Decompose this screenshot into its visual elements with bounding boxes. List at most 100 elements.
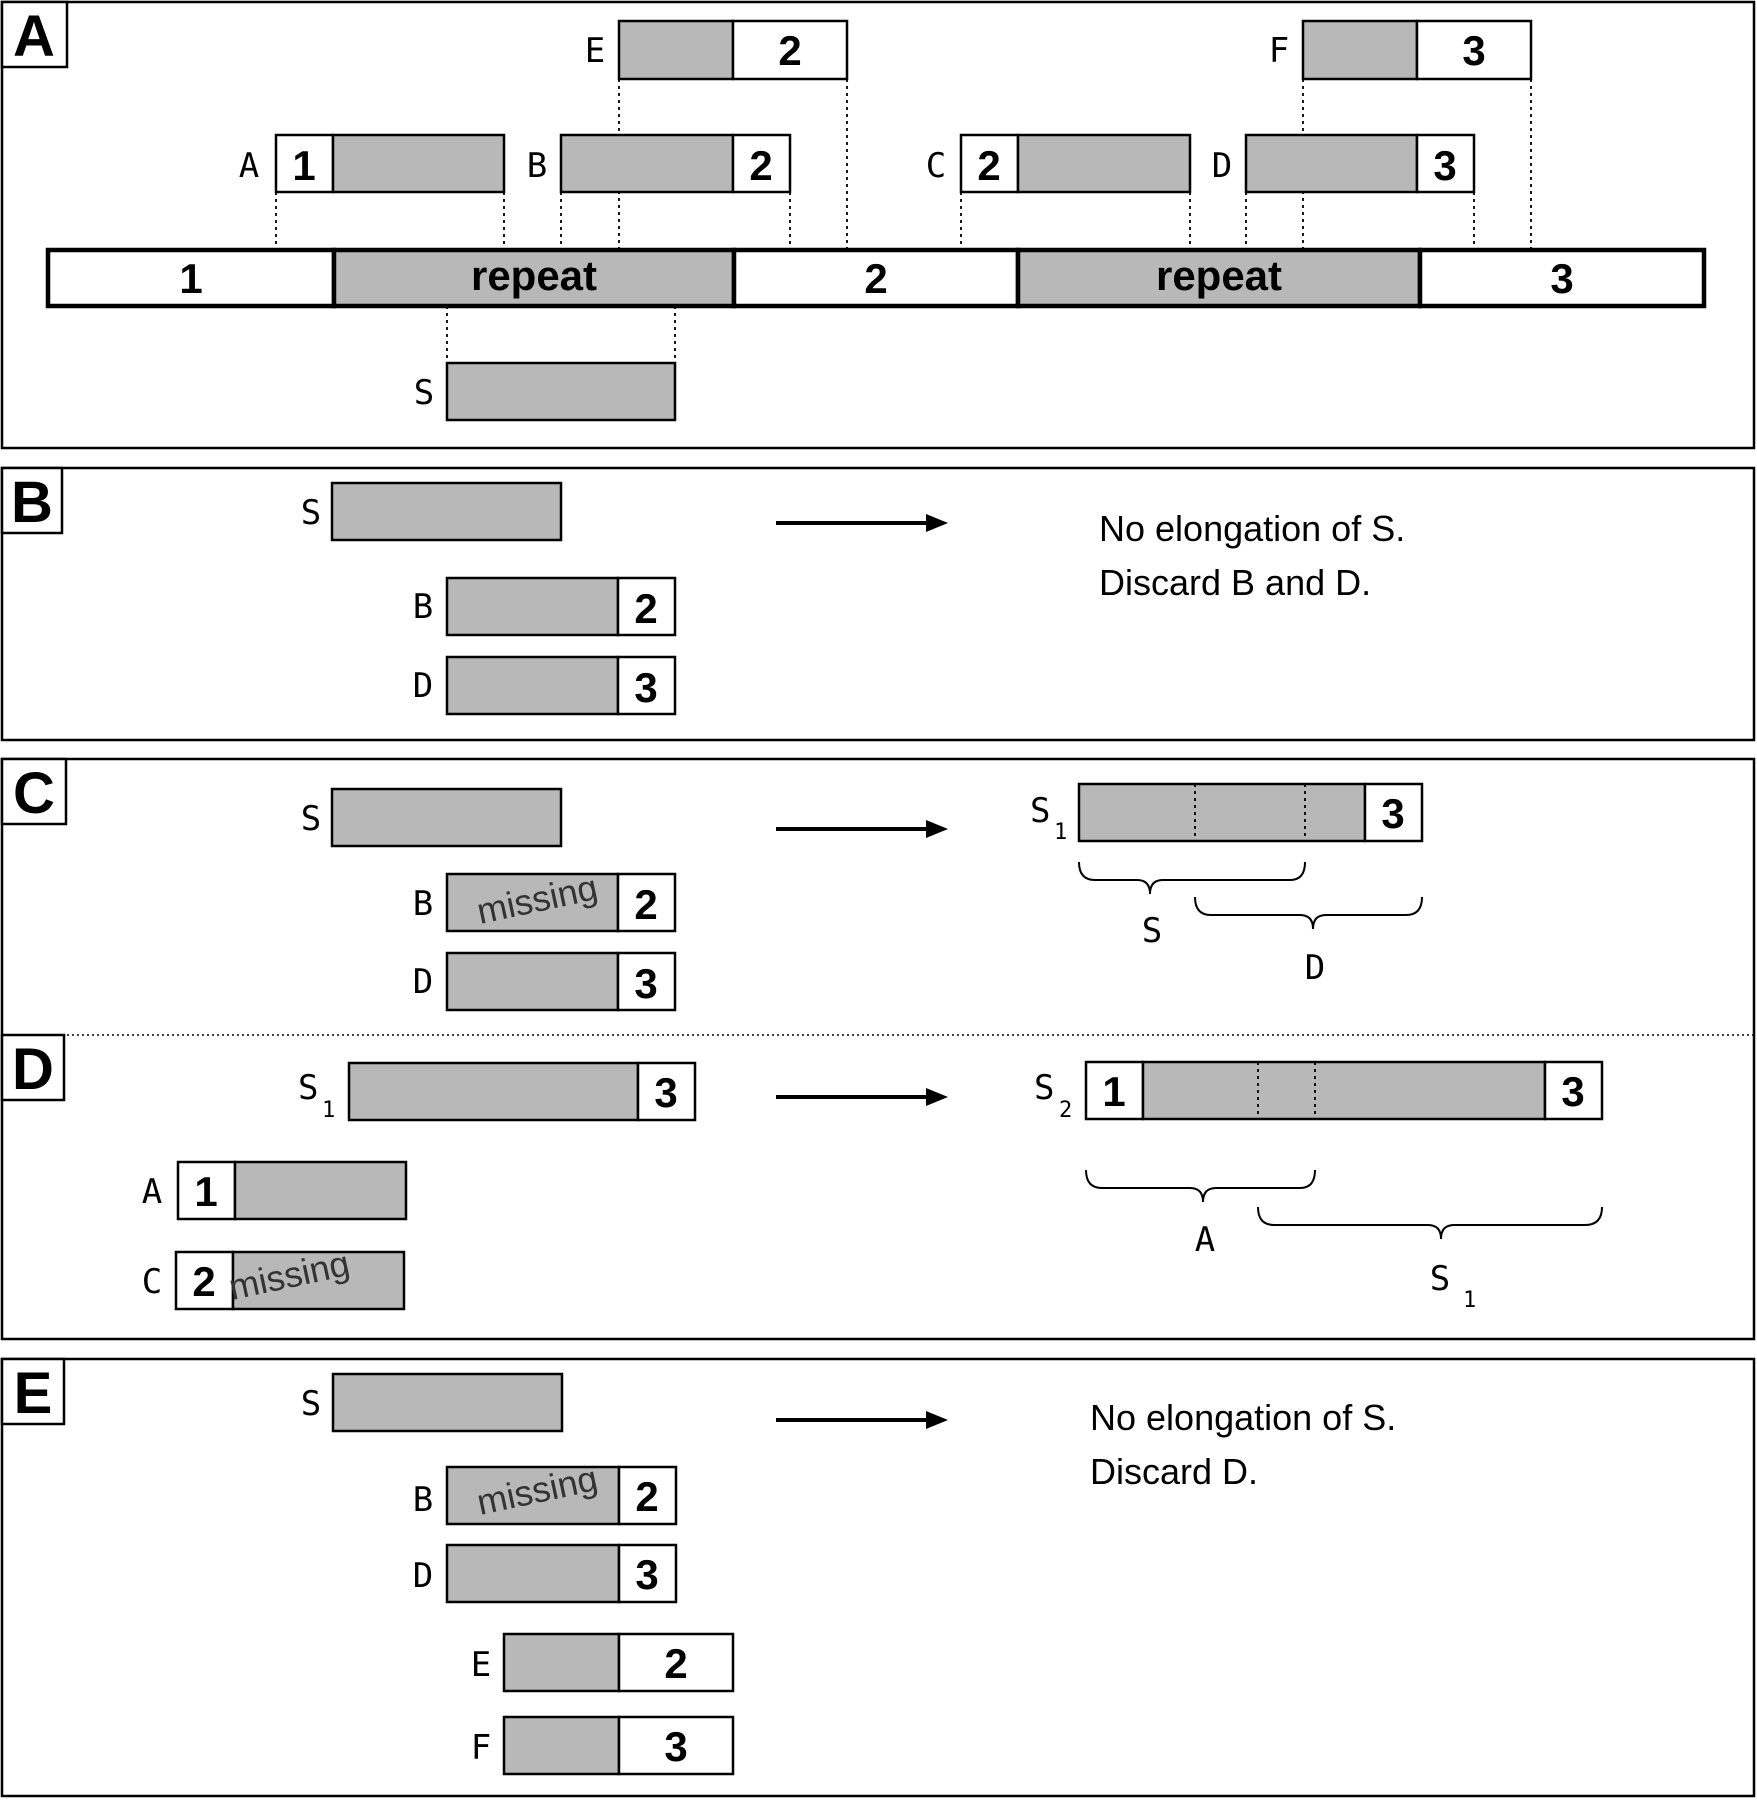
panel-d-tag: D [12,1037,54,1102]
reference-unique-2 [731,247,1021,309]
panel-b-tag: B [11,470,53,535]
panel-e-arrow [776,1411,948,1429]
reference-label-repeat-2: repeat [1156,252,1282,299]
panel-c-braces: S D [1078,861,1423,988]
panel-c-tag-box [0,757,68,826]
panel-d-brace-s1-label: S [1430,1259,1450,1299]
panel-d-read-c-label: C [142,1262,162,1302]
contig-s2-right-unique [1543,1060,1604,1121]
panel-c-arrow [776,820,948,838]
panel-a-tag-box [0,0,69,69]
panel-c-read-b-unique [616,872,677,933]
panel-d-braces: A S 1 [1085,1169,1603,1313]
panel-b-read-s [330,481,563,542]
panel-d-tag-box [0,1033,66,1102]
contig-s2-result: S 2 1 3 [1034,1060,1604,1123]
panel-c-brace-s [1078,861,1306,895]
panel-d-brace-s1-sub: 1 [1463,1288,1476,1313]
panel-e-read-d-marker: 3 [635,1551,658,1598]
panel-d-brace-a [1085,1169,1316,1203]
panel-d-read-a-unique [176,1160,237,1221]
panel-c-brace-s-label: S [1142,911,1162,951]
panel-c-read-b-marker: 2 [634,881,657,928]
read-d-label: D [1212,146,1232,186]
panel-c-tag: C [13,761,55,826]
panel-c-read-d-label: D [413,962,433,1002]
read-d-marker: 3 [1433,142,1456,189]
panel-e-read-b-label: B [413,1480,433,1520]
panel-b-arrow [776,514,948,532]
panel-e-tag-box [0,1357,66,1426]
reference-label-2: 2 [864,255,887,302]
panel-e-read-d-repeat [445,1543,621,1604]
read-f-repeat-part [1301,19,1419,81]
panel-e-read-b-unique [617,1465,678,1526]
panel-e-read-b-repeat [445,1465,621,1526]
read-b-label: B [527,146,547,186]
panel-d-brace-s1 [1257,1206,1603,1240]
panel-b-read-b-repeat [445,576,620,637]
panel-e-frame [0,1357,1756,1798]
panel-e-note-line2: Discard D. [1090,1451,1258,1492]
panel-d-s1-repeat-part [347,1061,640,1122]
read-s-label: S [414,373,434,413]
panel-e-read-d-unique [617,1543,678,1604]
read-e-unique-part [731,19,849,81]
panel-e-read-e-repeat [502,1632,621,1693]
panel-e-read-f-unique [617,1715,735,1776]
panel-d-s1-unique-part [636,1061,697,1122]
panel-b-note-line2: Discard B and D. [1099,562,1371,603]
panel-d-brace-a-label: A [1195,1220,1215,1260]
panel-c-read-d-unique [616,951,677,1012]
read-d-repeat-part [1244,133,1419,194]
panel-e-note-line1: No elongation of S. [1090,1397,1396,1438]
reference-label-1: 1 [179,255,202,302]
contig-s1-label: S [1030,791,1050,831]
panel-c-read-b-repeat [445,872,620,933]
contig-s2-right-marker: 3 [1561,1068,1584,1115]
read-a: A 1 [239,133,506,194]
read-e: E 2 [585,19,849,81]
read-e-marker: 2 [778,27,801,74]
panel-e-read-d-label: D [413,1556,433,1596]
panel-b-frame [0,466,1756,742]
panel-b-read-s-label: S [301,493,321,533]
panel-e-read-f-repeat [502,1715,621,1776]
panel-b-read-b-unique [616,576,677,637]
reference-sequence: 1 repeat 2 repeat 3 [45,247,1707,309]
contig-s1-unique-part [1363,782,1424,843]
read-a-repeat-part [331,133,506,194]
panel-d-read-a-marker: 1 [194,1168,217,1215]
read-a-marker: 1 [292,142,315,189]
panel-c-read-b-label: B [413,884,433,924]
read-b-unique-part [731,133,792,194]
read-c: C 2 [926,133,1192,194]
read-c-label: C [926,146,946,186]
read-s-block [445,361,677,422]
panel-c-brace-d-label: D [1305,948,1325,988]
read-f-marker: 3 [1462,27,1485,74]
read-a-label: A [239,146,259,186]
panel-b-read-d-repeat [445,655,620,716]
read-c-repeat-part [1016,133,1192,194]
contig-s2-left-unique [1084,1060,1145,1121]
panel-a-tag: A [13,4,55,69]
read-c-marker: 2 [977,142,1000,189]
panel-cd-outer-frame [0,757,1756,1341]
panel-e-read-f-marker: 3 [664,1723,687,1770]
read-a-unique-part [274,133,335,194]
panel-e-read-e-marker: 2 [664,1640,687,1687]
panel-c-read-d-marker: 3 [634,960,657,1007]
read-e-label: E [585,31,605,71]
alignment-guides [275,79,1532,363]
panel-d-s1-label: S [298,1068,318,1108]
panel-c-read-s-label: S [301,799,321,839]
contig-s2-label: S [1034,1068,1054,1108]
panel-d-read-a-repeat [233,1160,408,1221]
contig-s1-marker: 3 [1381,790,1404,837]
read-b-marker: 2 [749,142,772,189]
panel-c-brace-d [1194,896,1423,930]
panel-e-read-s-label: S [301,1384,321,1424]
